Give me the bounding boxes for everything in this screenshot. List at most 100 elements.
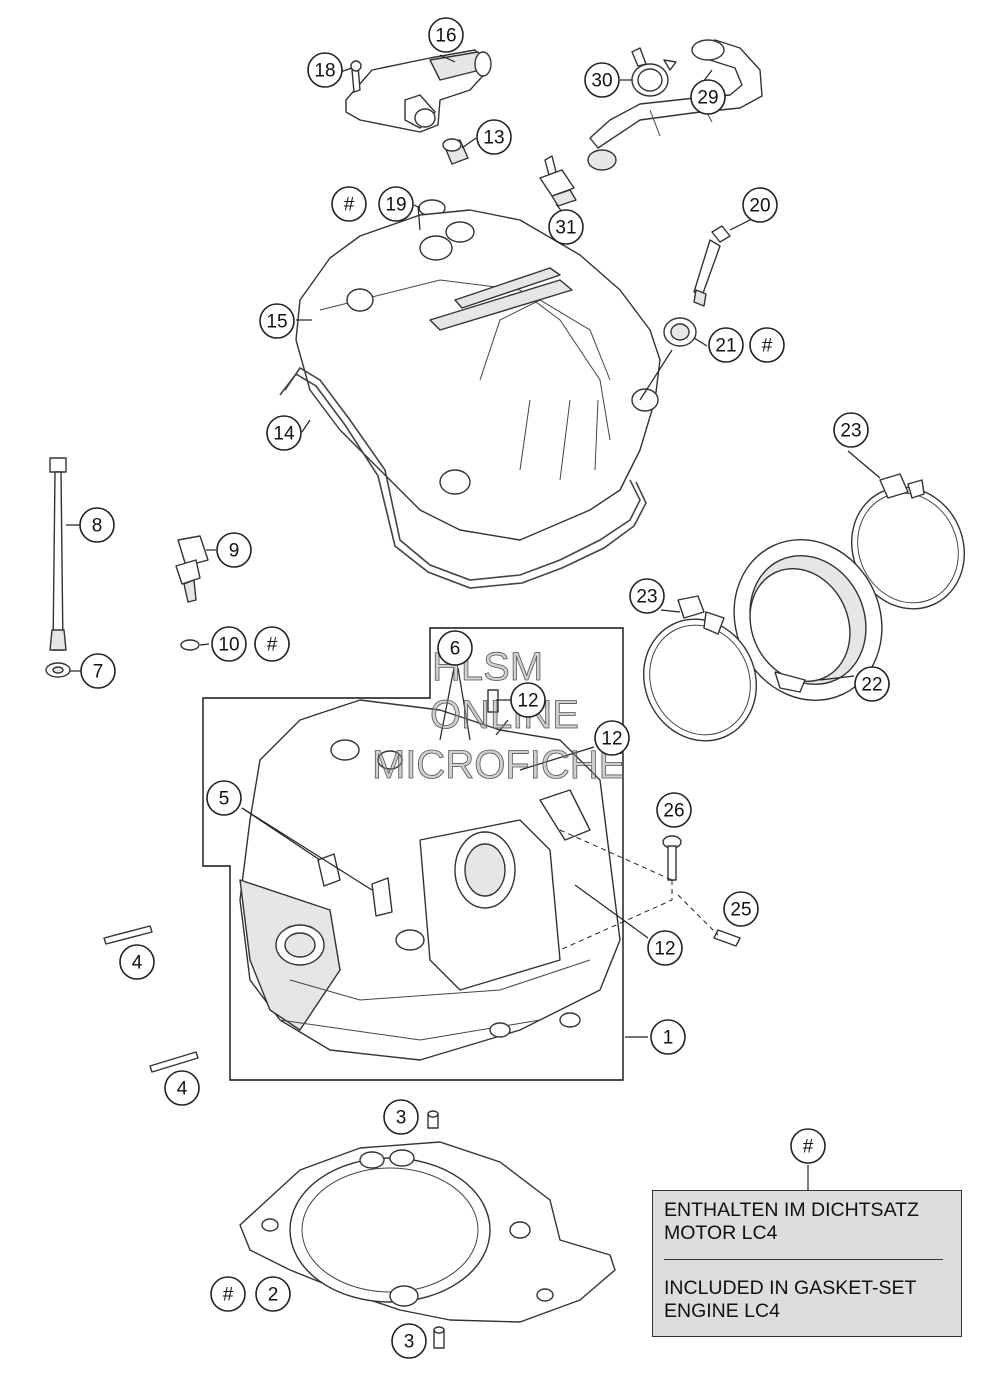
callout-circle: [216, 532, 252, 568]
callout-c12b: 12: [594, 720, 630, 756]
legend-separator: [664, 1259, 943, 1260]
callout-c19h: #: [331, 186, 367, 222]
callout-c23a: 23: [833, 412, 869, 448]
callout-circle: [656, 792, 692, 828]
callout-c4b: 4: [164, 1070, 200, 1106]
callout-c31: 31: [548, 209, 584, 245]
callout-label: 20: [749, 196, 770, 217]
callout-circle: [307, 52, 343, 88]
callout-c9: 9: [216, 532, 252, 568]
callout-label: 30: [591, 71, 612, 92]
callout-circle: [210, 1276, 246, 1312]
callout-c23b: 23: [629, 578, 665, 614]
callout-circle: [594, 720, 630, 756]
dowel-sleeve-3a-part: [427, 1110, 439, 1129]
callout-circle: [723, 891, 759, 927]
callout-c12a: 12: [510, 682, 546, 718]
callout-circle: [383, 1099, 419, 1135]
o-ring-10-part: [180, 639, 200, 651]
callout-label: 19: [385, 195, 406, 216]
temperature-sensor-part: [175, 535, 209, 603]
callout-c5: 5: [206, 780, 242, 816]
callout-circle: [164, 1070, 200, 1106]
callout-label: 9: [229, 541, 240, 562]
callout-circle: [211, 626, 247, 662]
callout-circle: [629, 578, 665, 614]
sensor-31-part: [539, 155, 577, 207]
callout-circle: [80, 653, 116, 689]
callout-label: 1: [663, 1028, 674, 1049]
callout-label: #: [267, 635, 278, 656]
callout-label: 23: [840, 421, 861, 442]
callout-label: #: [344, 195, 355, 216]
cylinder-head-part: [239, 689, 621, 1061]
callout-c25: 25: [723, 891, 759, 927]
callout-c2: 2: [255, 1276, 291, 1312]
thermostat-housing-part: [345, 49, 492, 133]
callout-label: 12: [654, 939, 675, 960]
head-gasket-part: [239, 1141, 616, 1323]
callout-label: 8: [92, 516, 103, 537]
callout-c18: 18: [307, 52, 343, 88]
callout-circle: [266, 415, 302, 451]
callout-label: 29: [697, 88, 718, 109]
dowel-pin-4a-part: [103, 925, 153, 945]
callout-c21h: #: [749, 327, 785, 363]
legend-box: ENTHALTEN IM DICHTSATZ MOTOR LC4 INCLUDE…: [652, 1190, 962, 1337]
dashed-leader-25: [677, 894, 719, 936]
callout-circle: [119, 944, 155, 980]
screw-26-part: [662, 835, 682, 881]
dowel-pin-4b-part: [149, 1051, 199, 1073]
callout-label: 21: [715, 336, 736, 357]
callout-label: 5: [219, 789, 230, 810]
callout-label: 3: [404, 1332, 415, 1353]
coolant-hose-part: [587, 39, 763, 171]
callout-circle: [749, 327, 785, 363]
stud-bolt-8-part: [49, 457, 67, 651]
callout-label: #: [762, 336, 773, 357]
hose-clamp-23-upper-part: [850, 473, 966, 610]
legend-line2: MOTOR LC4: [664, 1222, 778, 1244]
callout-circle: [833, 412, 869, 448]
callout-c6: 6: [437, 630, 473, 666]
callout-c30: 30: [584, 62, 620, 98]
callout-circle: [391, 1323, 427, 1359]
callout-label: 16: [435, 26, 456, 47]
callout-c1: 1: [650, 1019, 686, 1055]
callout-c3b: 3: [391, 1323, 427, 1359]
callout-c29: 29: [690, 79, 726, 115]
callout-c2h: #: [210, 1276, 246, 1312]
bolt-20-part: [693, 225, 731, 307]
dashed-leader-26b: [559, 829, 673, 881]
callout-circle: [437, 630, 473, 666]
callout-c16: 16: [428, 17, 464, 53]
callout-clegend: #: [790, 1128, 826, 1164]
callout-circle: [647, 930, 683, 966]
callout-label: 7: [93, 662, 104, 683]
callout-c15: 15: [259, 303, 295, 339]
watermark-line3: MICROFICHE: [372, 743, 625, 787]
callout-c10: 10: [211, 626, 247, 662]
callout-c10h: #: [254, 626, 290, 662]
callout-circle: [708, 327, 744, 363]
callout-c12c: 12: [647, 930, 683, 966]
callout-c22: 22: [854, 666, 890, 702]
callout-c13: 13: [476, 119, 512, 155]
callout-circle: [742, 187, 778, 223]
callout-circle: [854, 666, 890, 702]
callout-label: #: [803, 1137, 814, 1158]
callout-label: 12: [517, 691, 538, 712]
callout-c19: 19: [378, 186, 414, 222]
callout-label: 4: [177, 1079, 188, 1100]
callout-label: 26: [663, 801, 684, 822]
watermark-line2: ONLINE: [430, 693, 579, 737]
callout-label: 18: [314, 61, 335, 82]
callout-c26: 26: [656, 792, 692, 828]
watermark: HLSM ONLINE MICROFICHE: [372, 645, 626, 788]
callout-label: 31: [555, 218, 576, 239]
callout-label: 22: [861, 675, 882, 696]
assembly-frame: [202, 627, 624, 1081]
callout-circle: [510, 682, 546, 718]
